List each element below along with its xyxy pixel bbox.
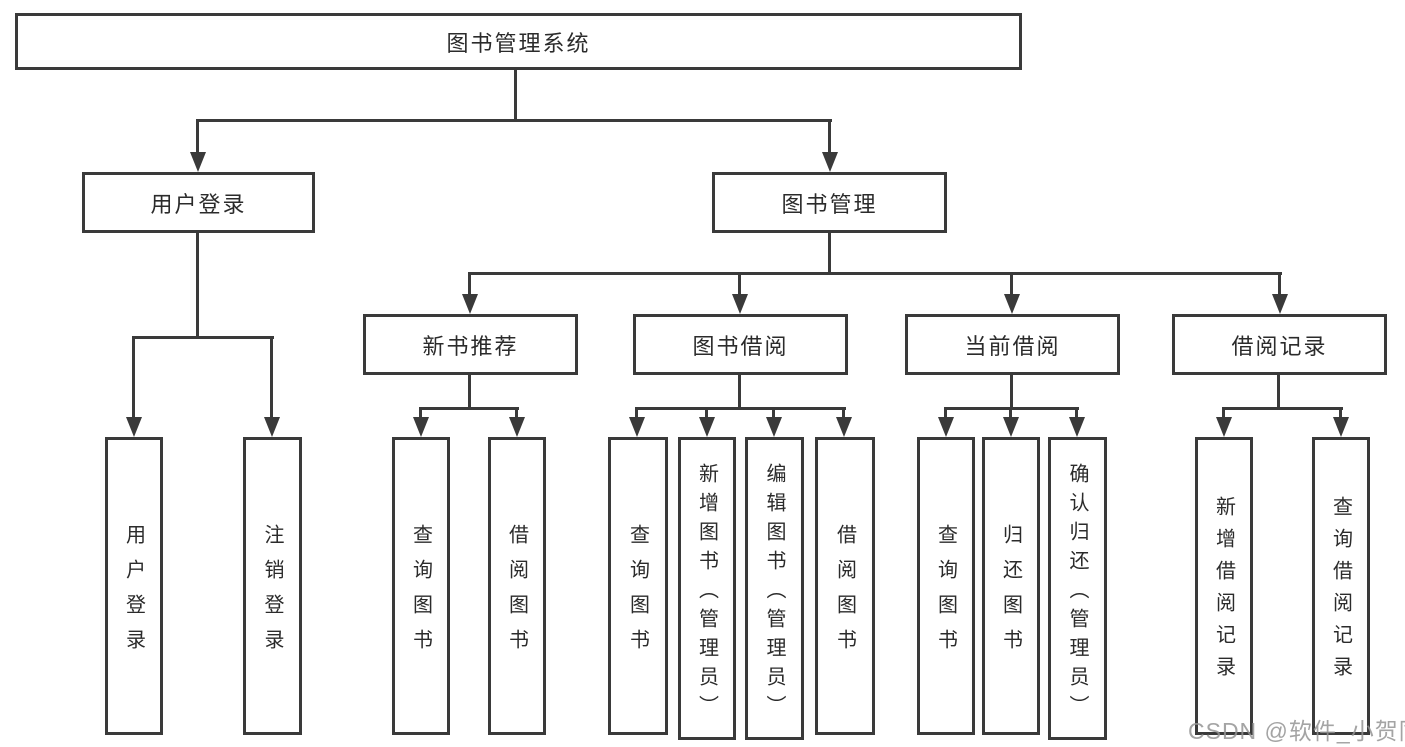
arrow-down-icon: [190, 152, 206, 172]
arrow-down-icon: [1216, 417, 1232, 437]
connector-line: [738, 272, 741, 298]
arrow-down-icon: [766, 417, 782, 437]
node-current-borrowing: 当前借阅: [905, 314, 1120, 375]
leaf-edit-books-admin: 编辑图书（管理员）: [745, 437, 804, 740]
connector-line: [1010, 272, 1013, 298]
connector-line: [1277, 375, 1280, 407]
connector-line: [419, 407, 422, 421]
arrow-down-icon: [1069, 417, 1085, 437]
leaf-borrow-books-1: 借阅图书: [488, 437, 546, 735]
leaf-label: 查询借阅记录: [1329, 496, 1352, 688]
leaf-logout: 注销登录: [243, 437, 302, 735]
connector-line: [1010, 375, 1013, 407]
node-library-system: 图书管理系统: [15, 13, 1022, 70]
connector-line: [635, 407, 638, 421]
connector-line: [196, 233, 199, 336]
connector-line: [468, 375, 471, 407]
leaf-label: 注销登录: [261, 523, 283, 664]
leaf-label: 借阅图书: [833, 523, 856, 664]
connector-line: [772, 407, 775, 421]
leaf-label: 用户登录: [122, 523, 145, 664]
leaf-confirm-return-admin: 确认归还（管理员）: [1048, 437, 1107, 740]
connector-line: [468, 272, 471, 298]
arrow-down-icon: [1272, 294, 1288, 314]
arrow-down-icon: [822, 152, 838, 172]
leaf-query-books-2: 查询图书: [608, 437, 668, 735]
connector-line: [515, 407, 518, 421]
leaf-query-borrow-record: 查询借阅记录: [1312, 437, 1370, 735]
node-label: 用户登录: [150, 191, 247, 217]
leaf-query-books-3: 查询图书: [917, 437, 975, 735]
leaf-query-books-1: 查询图书: [392, 437, 450, 735]
arrow-down-icon: [1003, 417, 1019, 437]
leaf-return-books: 归还图书: [982, 437, 1040, 735]
leaf-add-books-admin: 新增图书（管理员）: [678, 437, 736, 740]
leaf-borrow-books-2: 借阅图书: [815, 437, 875, 735]
connector-line: [828, 233, 831, 272]
leaf-label: 查询图书: [626, 523, 649, 664]
connector-line: [738, 375, 741, 407]
arrow-down-icon: [462, 294, 478, 314]
connector-line: [1278, 272, 1281, 298]
leaf-user-login: 用户登录: [105, 437, 163, 735]
connector-line: [1075, 407, 1078, 421]
connector-line: [514, 70, 517, 119]
connector-line: [828, 119, 831, 156]
node-book-borrowing: 图书借阅: [633, 314, 848, 375]
node-new-book-recommend: 新书推荐: [363, 314, 578, 375]
leaf-label: 新增借阅记录: [1212, 496, 1235, 688]
leaf-label: 确认归还（管理员）: [1066, 462, 1088, 724]
node-label: 图书借阅: [692, 333, 789, 359]
leaf-label: 查询图书: [409, 523, 432, 664]
connector-line: [132, 336, 274, 339]
arrow-down-icon: [732, 294, 748, 314]
connector-line: [132, 336, 135, 421]
csdn-watermark: CSDN @软件_小贺同学: [1188, 718, 1405, 744]
node-user-login: 用户登录: [82, 172, 315, 233]
connector-line: [196, 119, 199, 156]
arrow-down-icon: [629, 417, 645, 437]
leaf-label: 查询图书: [934, 523, 957, 664]
connector-line: [1222, 407, 1225, 421]
arrow-down-icon: [1004, 294, 1020, 314]
node-label: 当前借阅: [964, 333, 1061, 359]
connector-line: [1339, 407, 1342, 421]
connector-line: [705, 407, 708, 421]
node-borrowing-records: 借阅记录: [1172, 314, 1387, 375]
arrow-down-icon: [699, 417, 715, 437]
leaf-label: 归还图书: [999, 523, 1022, 664]
connector-line: [270, 336, 273, 421]
arrow-down-icon: [1333, 417, 1349, 437]
leaf-label: 借阅图书: [505, 523, 528, 664]
leaf-label: 新增图书（管理员）: [695, 462, 718, 724]
node-label: 借阅记录: [1231, 333, 1328, 359]
node-label: 图书管理系统: [446, 30, 591, 56]
connector-line: [1222, 407, 1343, 410]
arrow-down-icon: [836, 417, 852, 437]
connector-line: [419, 407, 519, 410]
arrow-down-icon: [126, 417, 142, 437]
leaf-label: 编辑图书（管理员）: [763, 462, 785, 724]
connector-line: [1009, 407, 1012, 421]
leaf-add-borrow-record: 新增借阅记录: [1195, 437, 1253, 735]
node-book-management: 图书管理: [712, 172, 947, 233]
connector-line: [635, 407, 846, 410]
connector-line: [468, 272, 1282, 275]
node-label: 图书管理: [781, 191, 878, 217]
connector-line: [196, 119, 832, 122]
arrow-down-icon: [509, 417, 525, 437]
connector-line: [944, 407, 947, 421]
connector-line: [842, 407, 845, 421]
node-label: 新书推荐: [422, 333, 519, 359]
arrow-down-icon: [413, 417, 429, 437]
arrow-down-icon: [938, 417, 954, 437]
arrow-down-icon: [264, 417, 280, 437]
